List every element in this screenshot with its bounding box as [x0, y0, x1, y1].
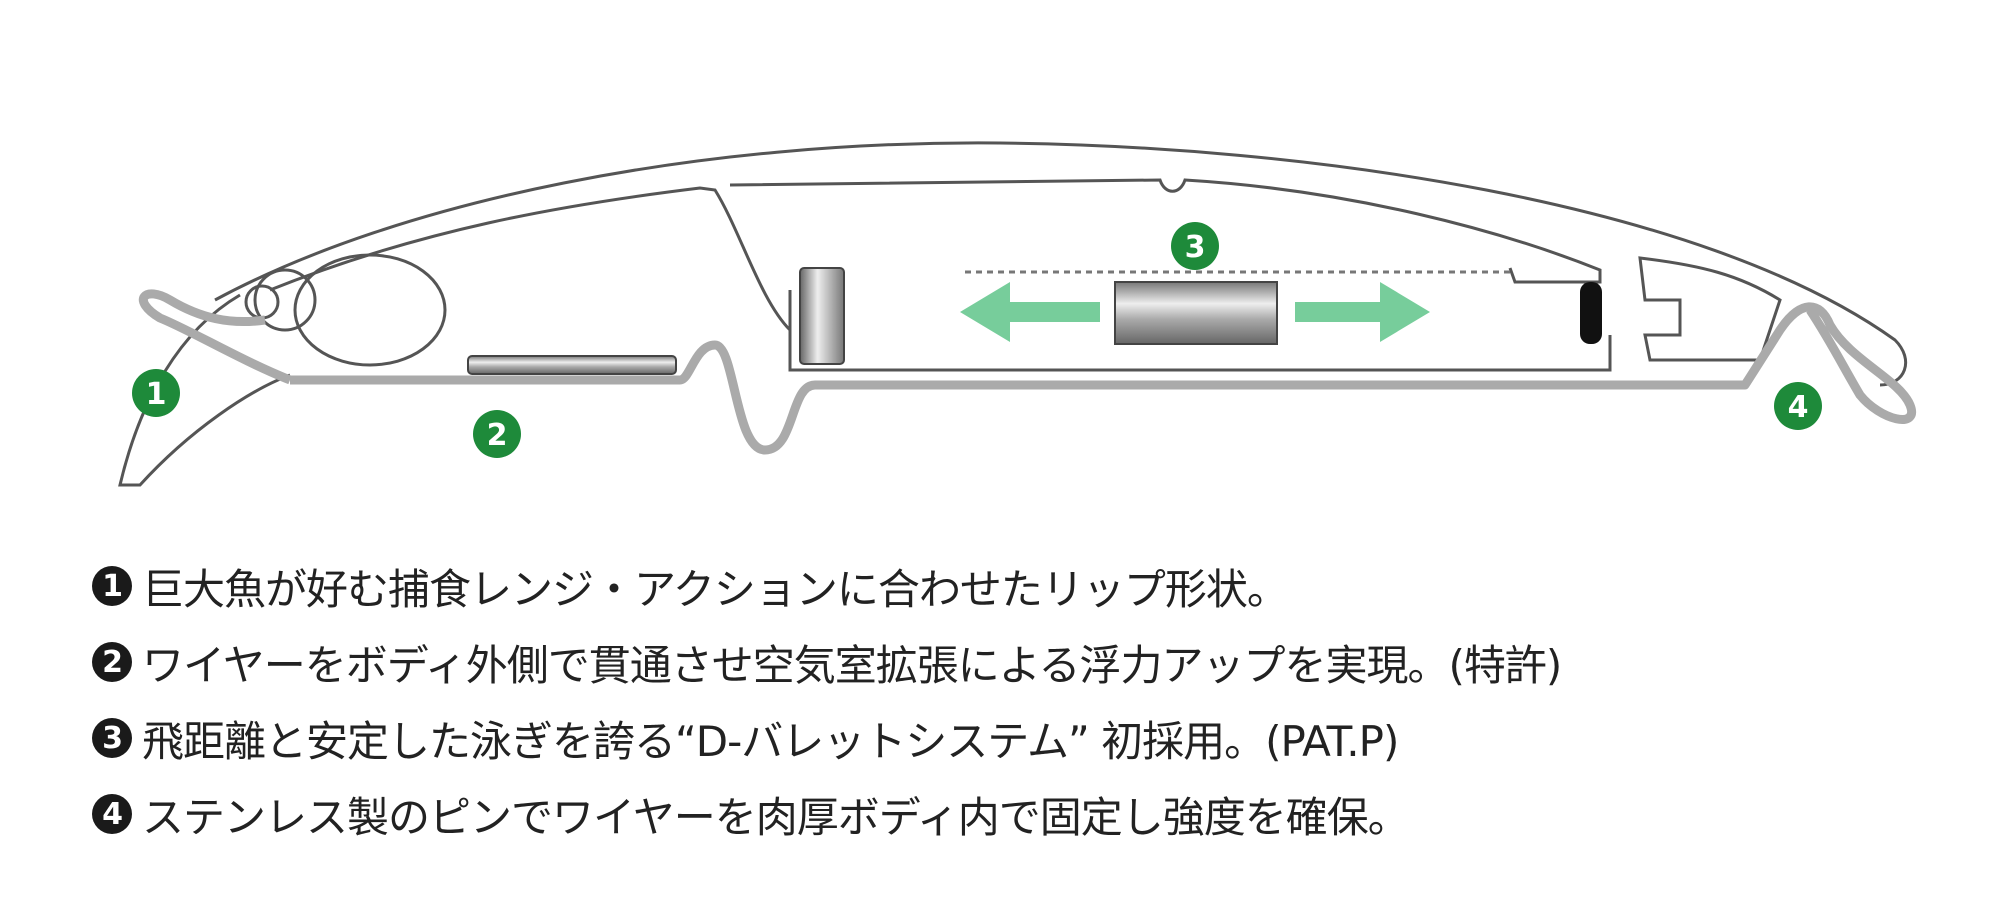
feature-text: 飛距離と安定した泳ぎを誇る“D-バレットシステム” 初採用。(PAT.P) [142, 716, 1399, 766]
svg-text:3: 3 [1185, 230, 1206, 265]
callout-2: 2 [473, 410, 521, 458]
svg-text:2: 2 [487, 418, 508, 453]
svg-text:1: 1 [146, 377, 167, 412]
number-bullet: 1 [92, 566, 132, 606]
svg-text:4: 4 [1788, 390, 1809, 425]
sliding-weight [1114, 281, 1278, 345]
arrow-right-icon [1295, 282, 1430, 342]
arrow-left-icon [960, 282, 1100, 342]
through-wire [138, 289, 1916, 455]
number-bullet: 4 [92, 794, 132, 834]
d-bullet-system [799, 267, 1680, 365]
weight-bar [467, 355, 677, 375]
lure-cross-section-diagram: 1 2 3 4 [118, 141, 1916, 487]
feature-text: ワイヤーをボディ外側で貫通させ空気室拡張による浮力アップを実現。(特許) [142, 640, 1562, 690]
feature-text: 巨大魚が好む捕食レンジ・アクションに合わせたリップ形状。 [142, 564, 1289, 614]
callout-4: 4 [1774, 382, 1822, 430]
number-bullet: 2 [92, 642, 132, 682]
lure-body-outline [118, 141, 1908, 487]
callout-3: 3 [1171, 222, 1219, 270]
front-stopper [1580, 282, 1602, 344]
rear-stopper [799, 267, 845, 365]
callout-1: 1 [132, 369, 180, 417]
number-bullet: 3 [92, 718, 132, 758]
feature-text: ステンレス製のピンでワイヤーを肉厚ボディ内で固定し強度を確保。 [142, 792, 1410, 842]
